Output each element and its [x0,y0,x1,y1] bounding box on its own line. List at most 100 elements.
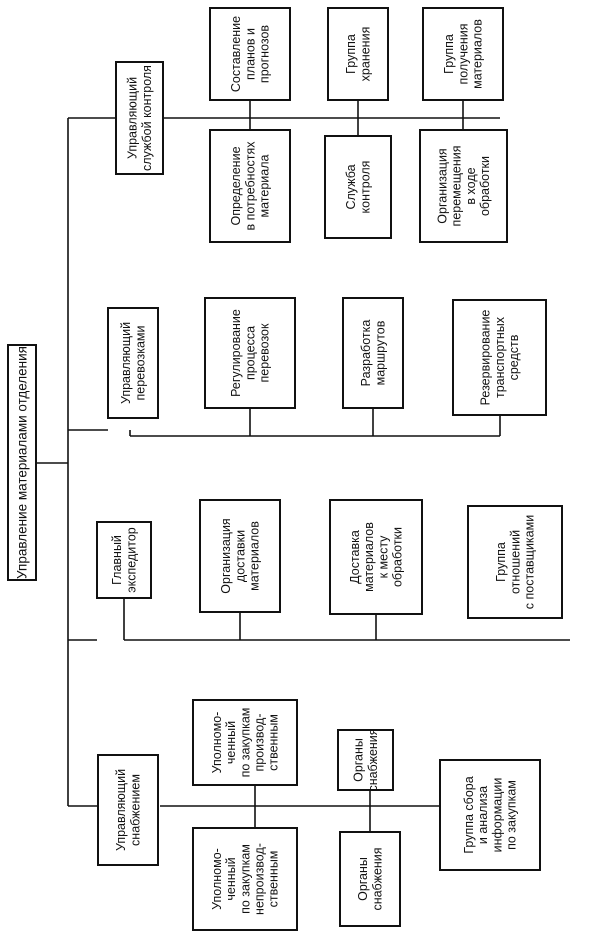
unit-buyer-nonproduction-box: Уполномо-ченныйпо закупкамнепроизвод-ств… [192,827,298,931]
unit-suppliers-box: Группаотношенийс поставщиками [467,505,563,619]
unit-movement-box-frame [419,129,508,243]
unit-movement-box-line: перемещения [450,146,464,227]
unit-reservation-box-label: Резервированиетранспортныхсредств [479,310,521,406]
unit-delivery-box-line: к месту [376,535,390,579]
unit-delivery-box-label: Доставкаматериаловк местуобработки [348,522,405,592]
unit-buyer-nonproduction-box-line: ственным [267,851,281,908]
unit-reservation-box-frame [452,299,547,416]
unit-planning-box-line: планов и [243,28,257,80]
unit-reservation-box: Резервированиетранспортныхсредств [452,299,547,416]
unit-storage-box-line: Группа [344,34,358,74]
unit-suppliers-box-line: с поставщиками [523,515,537,609]
manager-control-box-line: службой контроля [140,65,154,171]
unit-movement-box-line: обработки [478,156,492,216]
unit-suppliers-box-line: Группа [494,542,508,582]
unit-delivery-org-box-label: Организациядоставкиматериалов [219,518,261,593]
unit-buyer-nonproduction-box-line: по закупкам [238,844,252,914]
unit-inspection-box: Службаконтроля [324,135,392,239]
unit-storage-box: Группахранения [327,7,389,101]
unit-movement-box-line: в ходе [464,167,478,204]
unit-regulation-box-line: процесса [243,326,257,380]
unit-inspection-box-frame [324,135,392,239]
unit-planning-box: Составлениепланов ипрогнозов [209,7,291,101]
unit-buyer-production-box-line: ственным [267,714,281,771]
unit-demand-box-frame [209,129,291,243]
unit-delivery-org-box-frame [199,499,281,613]
root-box: Управление материалами отделения [7,344,37,581]
org-boxes: Управление материалами отделенияУправляю… [7,7,563,931]
unit-purchase-analysis-box-line: информации [490,778,504,853]
unit-inspection-box-line: Служба [344,164,358,209]
unit-regulation-box-label: Регулированиепроцессаперевозок [229,309,271,397]
unit-planning-box-frame [209,7,291,101]
unit-receiving-box-line: материалов [471,19,485,89]
unit-regulation-box: Регулированиепроцессаперевозок [204,297,296,409]
unit-supply-bodies-bottom-box-frame [339,831,401,927]
manager-supply-box-line: Управляющий [114,769,128,851]
unit-routes-box-frame [342,297,404,409]
manager-supply-box-line: снабжением [128,774,142,846]
unit-supply-bodies-bottom-box-line: Органы [356,857,370,901]
manager-expeditor-box: Главныйэкспедитор [96,521,152,599]
unit-routes-box: Разработкамаршрутов [342,297,404,409]
unit-demand-box-line: материала [258,154,272,217]
unit-regulation-box-frame [204,297,296,409]
unit-planning-box-line: прогнозов [258,25,272,83]
unit-delivery-org-box: Организациядоставкиматериалов [199,499,281,613]
unit-delivery-box-line: обработки [391,527,405,587]
unit-purchase-analysis-box-line: по закупкам [505,780,519,850]
unit-buyer-production-box-line: Уполномо- [210,712,224,774]
unit-receiving-box-label: Группаполученияматериалов [442,19,484,89]
root-box-label: Управление материалами отделения [14,346,29,579]
manager-transport-box-line: перевозками [133,326,147,401]
unit-buyer-production-box-line: производ- [253,713,267,771]
root-box-frame [7,344,37,581]
unit-inspection-box-label: Службаконтроля [344,161,372,214]
unit-receiving-box-line: получения [456,23,470,84]
unit-buyer-production-box: Уполномо-ченныйпо закупкампроизвод-ствен… [192,699,298,786]
unit-buyer-nonproduction-box-line: ченный [224,857,238,900]
unit-buyer-production-box-frame [192,699,298,786]
manager-control-box-line: Управляющий [126,77,140,159]
unit-receiving-box-line: Группа [442,34,456,74]
unit-supply-bodies-top-box-line: Органы [352,738,366,782]
unit-movement-box: Организацияперемещенияв ходеобработки [419,129,508,243]
root-box-line: Управление материалами отделения [14,346,29,579]
unit-purchase-analysis-box-line: и анализа [476,786,490,844]
unit-movement-box-line: Организация [436,148,450,223]
unit-supply-bodies-bottom-box: Органыснабжения [339,831,401,927]
manager-control-box: Управляющийслужбой контроля [115,61,164,175]
unit-planning-box-label: Составлениепланов ипрогнозов [229,16,271,92]
unit-routes-box-line: Разработка [359,320,373,387]
manager-supply-box-label: Управляющийснабжением [114,769,142,851]
unit-delivery-box-line: Доставка [348,530,362,584]
unit-buyer-production-box-line: по закупкам [238,708,252,778]
unit-supply-bodies-bottom-box-line: снабжения [370,847,384,910]
unit-regulation-box-line: перевозок [258,323,272,382]
manager-expeditor-box-frame [96,521,152,599]
unit-delivery-org-box-line: доставки [233,530,247,582]
unit-delivery-box-line: материалов [362,522,376,592]
unit-purchase-analysis-box-line: Группа сбора [462,776,476,853]
unit-demand-box-line: в потребностях [243,141,257,231]
unit-buyer-nonproduction-box-frame [192,827,298,931]
connector-lines [36,100,570,832]
unit-routes-box-line: маршрутов [373,320,387,385]
manager-supply-box: Управляющийснабжением [97,754,159,866]
unit-demand-box-line: Определение [229,146,243,225]
unit-receiving-box-frame [422,7,504,101]
unit-buyer-nonproduction-box-line: непроизвод- [253,843,267,915]
unit-buyer-production-box-label: Уполномо-ченныйпо закупкампроизвод-ствен… [210,708,281,778]
manager-transport-box: Управляющийперевозками [107,307,159,419]
unit-demand-box: Определениев потребностяхматериала [209,129,291,243]
manager-transport-box-line: Управляющий [119,322,133,404]
unit-supply-bodies-bottom-box-label: Органыснабжения [356,847,384,910]
unit-suppliers-box-frame [467,505,563,619]
unit-supply-bodies-top-box-label: Органыснабжения [352,728,380,791]
unit-suppliers-box-label: Группаотношенийс поставщиками [494,515,536,609]
manager-control-box-label: Управляющийслужбой контроля [126,65,154,171]
unit-supply-bodies-top-box-line: снабжения [366,728,380,791]
unit-supply-bodies-top-box: Органыснабжения [337,728,394,792]
manager-expeditor-box-line: Главный [110,535,124,585]
